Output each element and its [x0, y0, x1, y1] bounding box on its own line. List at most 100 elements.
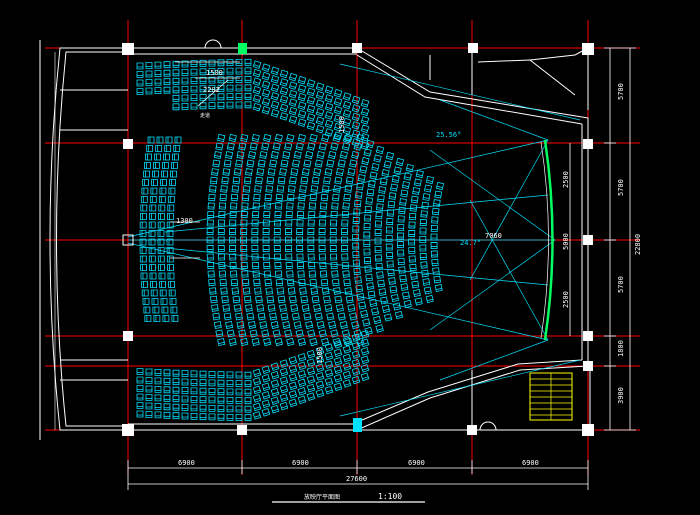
seat	[245, 168, 253, 176]
seat	[226, 67, 234, 75]
seat	[263, 210, 271, 219]
seat	[199, 413, 207, 421]
seat	[333, 97, 343, 106]
seat	[288, 356, 298, 365]
seat	[168, 289, 176, 297]
seat	[217, 133, 226, 143]
seat	[155, 145, 163, 152]
seat	[343, 278, 351, 287]
seat	[374, 245, 382, 254]
seat	[353, 199, 362, 208]
seat	[280, 159, 289, 168]
seat	[309, 337, 318, 347]
seat	[425, 294, 434, 304]
seat	[269, 159, 278, 168]
seat	[199, 85, 207, 93]
seat	[290, 168, 299, 176]
seat	[252, 368, 262, 378]
seat	[342, 362, 352, 371]
seat	[342, 370, 352, 380]
seat	[305, 320, 314, 330]
seat	[136, 376, 144, 384]
seat	[217, 337, 226, 347]
seat	[163, 78, 171, 86]
screen-upper: 2500	[562, 171, 570, 188]
seat	[217, 93, 225, 101]
exit-marker-top	[238, 43, 247, 54]
seat	[310, 287, 319, 295]
seat	[296, 210, 305, 219]
seat	[269, 312, 278, 321]
seat	[311, 295, 320, 304]
seat	[363, 214, 372, 222]
seat	[333, 185, 341, 193]
seat	[381, 304, 391, 314]
seat	[330, 329, 339, 338]
seat	[387, 200, 396, 209]
seat	[252, 68, 262, 78]
seat	[351, 350, 361, 359]
seat	[264, 278, 272, 287]
seat	[408, 246, 416, 255]
seat	[324, 351, 334, 361]
seat	[360, 309, 369, 319]
seat	[410, 195, 419, 204]
seat	[181, 77, 189, 85]
seat	[434, 190, 443, 199]
seat	[329, 236, 337, 244]
seat	[335, 303, 344, 313]
seat	[220, 185, 228, 193]
seat	[172, 378, 180, 386]
seat	[431, 216, 439, 224]
seat	[172, 103, 180, 111]
seat	[199, 102, 207, 110]
seat	[139, 230, 147, 237]
seat	[288, 106, 298, 116]
seat	[430, 233, 438, 241]
seat	[145, 62, 153, 69]
seat	[140, 264, 148, 271]
seat	[145, 70, 153, 78]
seat	[341, 142, 351, 151]
seat	[376, 203, 384, 211]
seat	[232, 295, 241, 304]
seat	[154, 394, 162, 402]
seat	[369, 171, 378, 180]
seat	[309, 278, 318, 287]
seat	[297, 370, 307, 379]
seat	[351, 150, 360, 160]
seat	[298, 278, 306, 287]
seat	[136, 62, 144, 70]
seat	[251, 236, 259, 244]
seat	[324, 102, 334, 112]
seat	[152, 306, 160, 314]
seat	[170, 162, 178, 169]
seat	[308, 270, 317, 278]
seat	[168, 281, 176, 288]
seat	[265, 287, 273, 295]
seat	[255, 176, 263, 185]
seat	[342, 117, 352, 127]
seat	[208, 68, 216, 75]
seat	[277, 176, 286, 185]
seat	[154, 385, 162, 393]
seat	[235, 414, 243, 421]
seat	[305, 150, 314, 160]
seat	[217, 405, 225, 413]
seat	[145, 153, 152, 161]
seat	[150, 187, 158, 195]
seat	[242, 287, 251, 295]
seat	[398, 206, 406, 215]
seat	[251, 219, 259, 227]
seat	[324, 85, 334, 95]
seat	[226, 371, 234, 379]
seat	[330, 219, 338, 227]
seat	[399, 274, 407, 283]
seat	[296, 219, 304, 227]
seat	[332, 133, 342, 143]
screen-distance: 7060	[485, 232, 502, 240]
seat	[296, 245, 304, 252]
seat	[136, 410, 144, 418]
seat	[307, 142, 316, 151]
seat	[333, 287, 341, 295]
